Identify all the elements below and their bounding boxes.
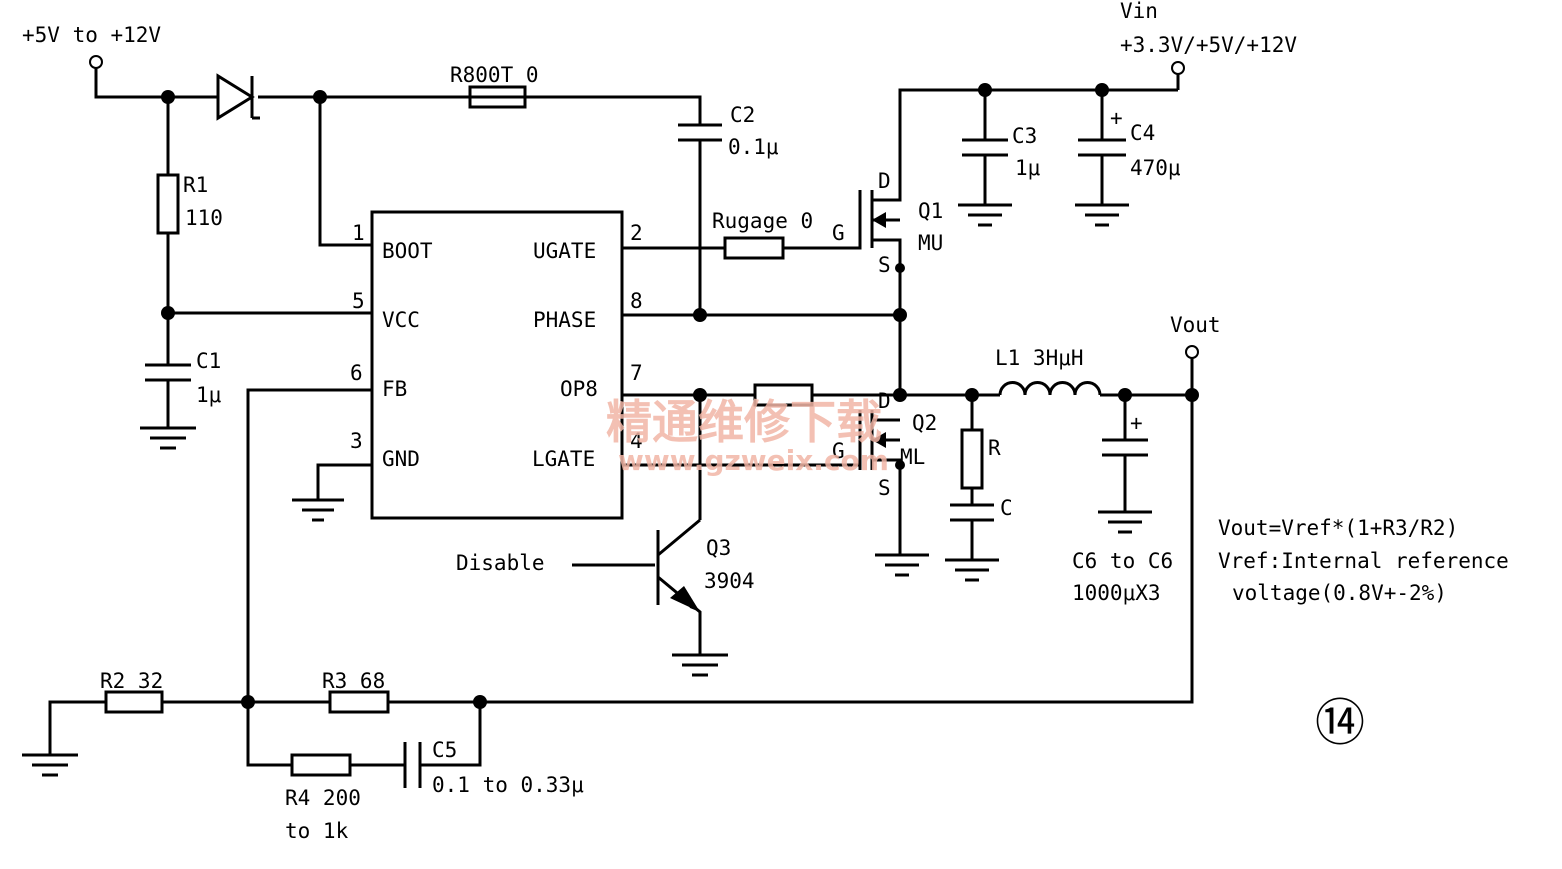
resistor-r1 [156, 97, 180, 313]
cout-value: 1000μX3 [1072, 581, 1161, 605]
r2-label: R2 32 [100, 669, 163, 693]
c2-name: C2 [730, 103, 755, 127]
q2-drain-label: D [878, 389, 891, 413]
supply-terminal [89, 55, 103, 69]
q2-gate-label: G [832, 439, 845, 463]
rugate-label: Rugage 0 [712, 209, 813, 233]
pin-4-number: 4 [630, 429, 643, 453]
c4-plus: + [1110, 106, 1123, 130]
ic-ground [292, 463, 372, 522]
vref-note-line1: Vref:Internal reference [1218, 549, 1509, 573]
cout-label: C6 to C6 [1072, 549, 1173, 573]
capacitor-c2 [678, 123, 722, 315]
r1-name: R1 [183, 173, 208, 197]
controller-ic [370, 210, 624, 520]
watermark-url: www.gzweix.com [618, 444, 889, 477]
vout-label: Vout [1170, 313, 1221, 337]
snubber [945, 395, 999, 582]
q1-drain-label: D [878, 169, 891, 193]
disable-label: Disable [456, 551, 545, 575]
vin-terminal [1171, 61, 1185, 75]
pin-2-name: UGATE [533, 239, 596, 263]
capacitor-cout [1098, 395, 1152, 534]
pin-7-name: OP8 [560, 377, 598, 401]
watermark-text: 精通维修下载 [606, 395, 882, 449]
junctions [161, 83, 1199, 709]
resistor-rugate [723, 236, 785, 260]
resistor-r3 [328, 690, 390, 714]
c3-name: C3 [1012, 124, 1037, 148]
snubber-c-label: C [1000, 496, 1013, 520]
q2-source-label: S [878, 476, 891, 500]
resistor-r4 [290, 753, 352, 777]
r3-label: R3 68 [322, 669, 385, 693]
boot-wire [318, 97, 372, 247]
r4-label: R4 200 [285, 786, 361, 810]
pin-8-number: 8 [630, 289, 643, 313]
supply-input [89, 55, 702, 125]
c5-name: C5 [432, 738, 457, 762]
vref-note-line2: voltage(0.8V+-2%) [1232, 581, 1447, 605]
resistor-r2 [104, 690, 164, 714]
c3-value: 1μ [1015, 156, 1041, 180]
boot-diode [216, 73, 260, 121]
pin-5-name: VCC [382, 308, 420, 332]
rboot-label: R800T 0 [450, 63, 539, 87]
pin-6-number: 6 [350, 361, 363, 385]
q2-name: Q2 [912, 411, 937, 435]
vin-values: +3.3V/+5V/+12V [1120, 33, 1297, 57]
pin-1-number: 1 [352, 221, 365, 245]
r1-value: 110 [185, 206, 223, 230]
r4-range: to 1k [285, 819, 349, 843]
c5-value: 0.1 to 0.33μ [432, 773, 584, 797]
c1-value: 1μ [196, 383, 222, 407]
c1-name: C1 [196, 349, 221, 373]
c4-value: 470μ [1130, 156, 1181, 180]
pin-8-name: PHASE [533, 308, 596, 332]
q2-type: ML [900, 445, 925, 469]
q3-name: Q3 [706, 536, 731, 560]
feedback-network [22, 388, 482, 788]
figure-number: ⑭ [1315, 694, 1365, 752]
q1-type: MU [918, 231, 943, 255]
pin-3-name: GND [382, 447, 420, 471]
pin-2-number: 2 [630, 221, 643, 245]
q3-type: 3904 [704, 569, 755, 593]
pin-7-number: 7 [630, 361, 643, 385]
inductor-l1 [998, 381, 1192, 397]
c2-value: 0.1μ [728, 135, 779, 159]
q1-source-label: S [878, 253, 891, 277]
mosfet-q1 [858, 88, 1178, 395]
pin-4-name: LGATE [532, 447, 595, 471]
q1-name: Q1 [918, 199, 943, 223]
cout-plus: + [1130, 411, 1143, 435]
q1-gate-label: G [832, 221, 845, 245]
vout-feedback-wire [480, 358, 1194, 704]
capacitor-c3 [958, 90, 1012, 227]
vin-label: Vin [1120, 0, 1158, 23]
transistor-q3 [572, 518, 728, 677]
pin-1-name: BOOT [382, 239, 433, 263]
capacitor-c1 [140, 311, 372, 450]
formula-note: Vout=Vref*(1+R3/R2) [1218, 516, 1458, 540]
pin-5-number: 5 [352, 289, 365, 313]
pin-3-number: 3 [350, 429, 363, 453]
resistor-rboot [468, 85, 527, 109]
supply-label: +5V to +12V [22, 23, 161, 47]
capacitor-c4 [1075, 90, 1129, 227]
vout-terminal [1185, 345, 1199, 359]
l1-label: L1 3HμH [995, 346, 1084, 370]
snubber-r-label: R [988, 436, 1001, 460]
pin-6-name: FB [382, 377, 407, 401]
c4-name: C4 [1130, 121, 1155, 145]
